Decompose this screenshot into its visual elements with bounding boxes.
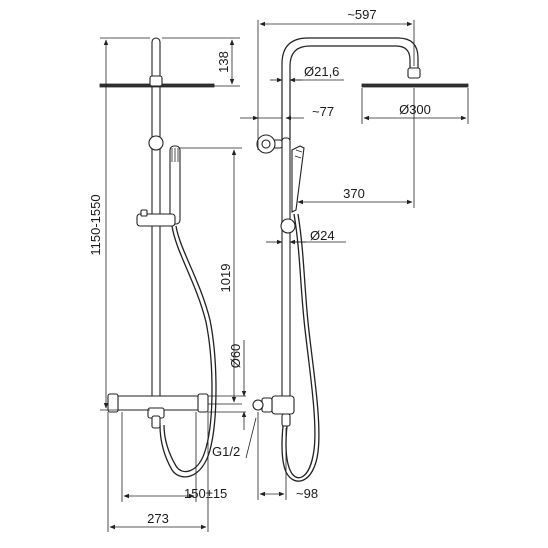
dim-mixer-width: 273 (147, 511, 169, 526)
side-view: ~597 Ø21,6 ~77 Ø300 370 Ø24 ~98 (240, 7, 469, 501)
front-view: 1150-1550 138 1019 Ø60 G1/2 150±15 273 (88, 37, 257, 532)
front-slider (136, 213, 176, 227)
dim-thread: G1/2 (212, 444, 240, 459)
dim-total-height: 1150-1550 (88, 194, 103, 255)
dim-arm-reach: ~597 (347, 7, 376, 22)
side-riser-pipe (281, 137, 291, 409)
dim-hand-shower-offset: 370 (343, 186, 365, 201)
dim-wall-distance: ~77 (312, 104, 334, 119)
dim-inlet-spacing: 150±15 (184, 486, 227, 501)
front-diverter-knob (148, 135, 164, 151)
side-rain-head (361, 83, 469, 88)
side-hose (285, 213, 316, 479)
side-hand-shower (291, 145, 305, 213)
dim-head-diameter: Ø300 (399, 102, 431, 117)
front-hose (159, 225, 217, 478)
dim-base-depth: ~98 (296, 486, 318, 501)
dim-riser-diameter: Ø24 (310, 228, 335, 243)
side-mixer-body (271, 395, 295, 415)
side-slider-knob (280, 218, 296, 234)
dim-inlet-diameter: Ø60 (228, 344, 243, 369)
side-shower-arm (281, 37, 419, 140)
dim-head-offset: 138 (216, 51, 231, 73)
dim-arm-pipe-diameter: Ø21,6 (304, 64, 339, 79)
front-head-connector (149, 75, 163, 87)
dim-mixer-height: 1019 (218, 264, 233, 293)
